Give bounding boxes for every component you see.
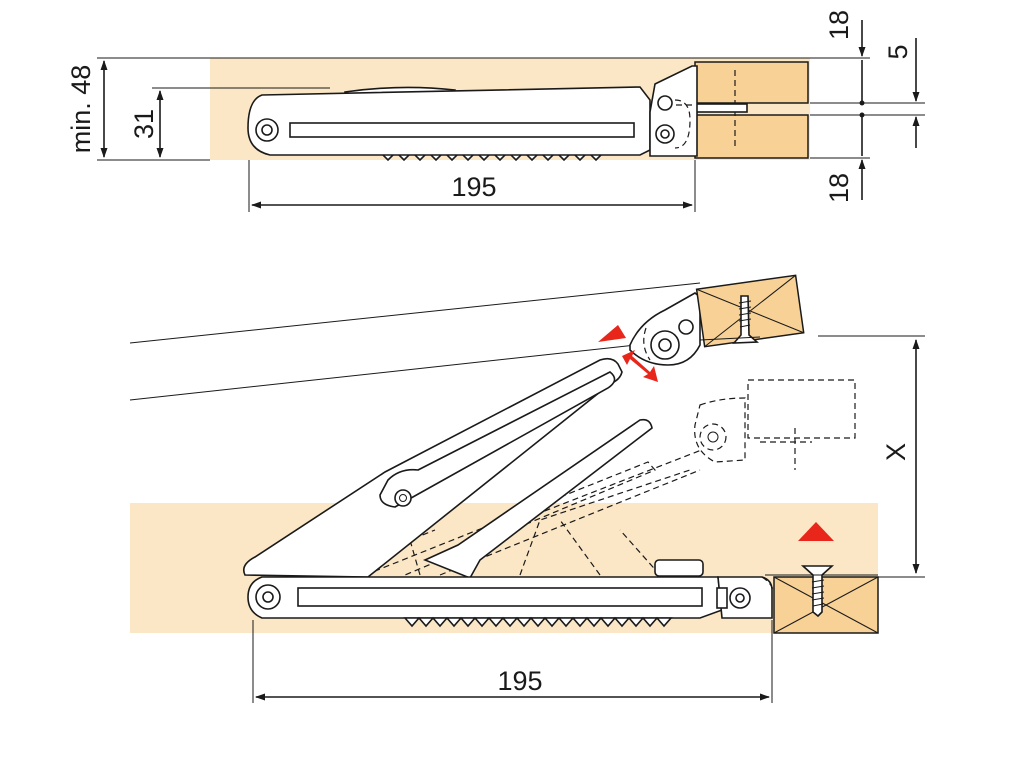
dim-5-label: 5 [883,44,913,59]
top-view: min. 48 31 195 18 5 18 [66,10,925,212]
bottom-view: X 195 [129,274,925,703]
red-double-arrow-icon [622,350,658,382]
dim-195-top-label: 195 [451,172,496,202]
dim-18-bottom-label: 18 [824,173,854,203]
lid-bottom-edge [129,337,701,401]
dashed-block-mid [747,379,856,439]
top-pivot-bracket [629,292,701,366]
dim-x-label: X [881,443,911,461]
red-rotate-arrow-icon [598,325,626,342]
top-lower-block [694,114,809,159]
screw-bottom-icon [800,565,835,618]
open-wood-block [695,274,805,348]
lid-top-edge [129,282,701,344]
red-up-arrow-icon [798,522,834,541]
dim-31-label: 31 [129,109,159,139]
top-upper-block [694,61,809,104]
dim-min48-label: min. 48 [66,65,96,154]
top-arm [247,86,651,156]
dim-18-top-label: 18 [824,10,854,40]
dim-195-bottom-label: 195 [497,666,542,696]
bottom-teeth [403,616,673,628]
